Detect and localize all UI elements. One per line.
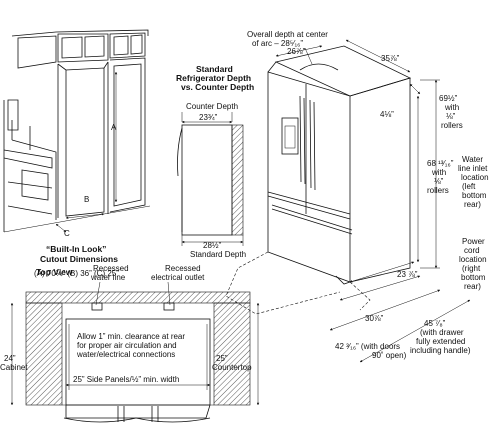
depth-4-label: 4⅛” <box>380 110 394 119</box>
height-69-line2: with <box>444 103 459 112</box>
standard-depth-value: 28½” <box>203 241 222 250</box>
height-68-line1: 68 ¹³⁄₁₆” <box>427 159 454 168</box>
width-35-label: 35⅞” <box>381 54 400 63</box>
counter-depth-value: 23¾” <box>199 113 218 122</box>
clearance-note-1: Allow 1” min. clearance at rear <box>77 332 185 341</box>
height-69-line4: rollers <box>441 121 463 130</box>
height-68-line3: ⅛” <box>434 177 444 186</box>
water-line-4: (left <box>462 182 476 191</box>
depth-45-line2: (with drawer <box>420 328 464 337</box>
height-68-line2: with <box>431 168 446 177</box>
water-line-2: line inlet <box>458 164 488 173</box>
height-69-line3: ⅛” <box>446 112 456 121</box>
height-69-line1: 69½” <box>439 94 458 103</box>
depth-30-label: 30⅞” <box>365 314 384 323</box>
depth-45-line3: fully extended <box>416 337 465 346</box>
power-cord-3: location <box>459 255 487 264</box>
cabinet-depth-value: 24” <box>4 354 16 363</box>
water-line-6: rear) <box>464 200 481 209</box>
depth-42-line1: 42 ³⁄₁₆” (with doors <box>335 342 400 351</box>
width-26-label: 26⅞” <box>287 47 306 56</box>
power-cord-6: rear) <box>464 282 481 291</box>
cutout-title-line1: “Built-In Look” <box>46 244 106 254</box>
recessed-water-1: Recessed <box>93 264 129 273</box>
power-cord-5: bottom <box>461 273 486 282</box>
side-panels-label: 25” Side Panels/½” min. width <box>73 375 179 384</box>
water-line-3: location <box>461 173 489 182</box>
dim-label-b: B <box>84 195 89 204</box>
recessed-water-2: water line <box>90 273 126 282</box>
cutout-title-line2: Cutout Dimensions <box>40 254 118 264</box>
countertop-label: Countertop <box>212 363 252 372</box>
kitchen-cutout-illustration <box>3 29 151 233</box>
depth-45-line4: including handle) <box>410 346 471 355</box>
side-view-title-3: vs. Counter Depth <box>181 82 254 92</box>
side-view-title-2: Refrigerator Depth <box>176 73 251 83</box>
cabinet-label: Cabinet <box>0 363 28 372</box>
depth-45-line1: 45 ⁷⁄₈” <box>424 319 446 328</box>
clearance-note-2: for proper air circulation and <box>77 341 177 350</box>
countertop-depth-value: 25” <box>216 354 228 363</box>
water-line-5: bottom <box>462 191 487 200</box>
dim-label-a: A <box>111 123 117 132</box>
standard-depth-label: Standard Depth <box>190 250 246 259</box>
power-cord-1: Power <box>462 237 485 246</box>
side-view-title-1: Standard <box>196 64 233 74</box>
height-68-line4: rollers <box>427 186 449 195</box>
water-line-1: Water <box>462 155 483 164</box>
cutout-dimension-values: (A) 70¼” (B) 36” (C) 25” <box>34 269 119 278</box>
overall-depth-note-2: of arc – 28⁵⁄₁₆” <box>252 39 303 48</box>
recessed-outlet-1: Recessed <box>165 264 201 273</box>
depth-23-label: 23 ⅞” <box>397 270 418 279</box>
top-view-plan <box>25 291 251 423</box>
power-cord-4: (right <box>462 264 481 273</box>
top-view-title: Top View <box>36 267 73 277</box>
side-view-fridge <box>177 124 244 236</box>
power-cord-2: cord <box>464 246 480 255</box>
clearance-note-3: water/electrical connections <box>76 350 175 359</box>
counter-depth-label: Counter Depth <box>186 102 238 111</box>
dim-label-c: C <box>64 229 70 238</box>
overall-depth-note-1: Overall depth at center <box>247 30 328 39</box>
recessed-outlet-2: electrical outlet <box>151 273 205 282</box>
